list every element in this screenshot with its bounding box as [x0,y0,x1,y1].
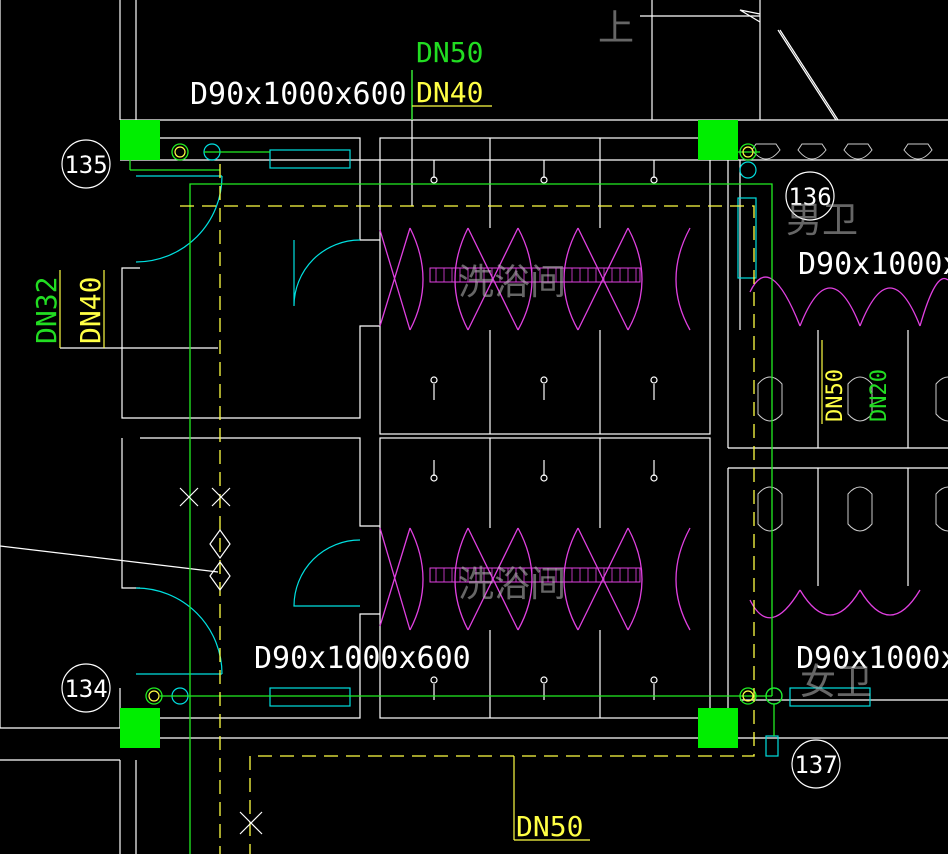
pipe-label-dn32-left: DN32 [30,277,63,344]
room-label-male: 男卫 [786,200,858,241]
pipe-label-dn20-right: DN20 [867,369,892,422]
room-label-female: 女卫 [800,662,872,703]
axis-135: 135 [64,151,107,179]
pipe-label-dn40-left: DN40 [74,277,107,344]
water-supply-pipes [129,70,783,854]
sink-label-right-top: D90x1000x6 [798,247,948,282]
stair-label-up: 上 [598,8,634,49]
pipe-label-dn50-right: DN50 [823,369,848,422]
sink-label-right-bottom: D90x1000x6 [796,641,948,676]
pipe-label-dn50-bottom: DN50 [516,810,583,843]
axis-markers: 135 134 136 137 [61,139,841,789]
annotations: D90x1000x600 DN50 DN40 DN32 DN40 D90x100… [30,8,948,843]
axis-136: 136 [788,183,831,211]
doors [135,143,871,757]
pipe-label-dn40-top: DN40 [416,76,483,109]
axis-134: 134 [64,675,107,703]
sink-label-bottom: D90x1000x600 [254,641,471,676]
sanitary-fixtures [751,143,948,532]
room-label-shower-2: 洗浴间 [458,564,566,605]
pipe-label-dn50-top: DN50 [416,36,483,69]
axis-137: 137 [794,751,837,779]
room-label-shower-1: 洗浴间 [458,262,566,303]
sink-label-top: D90x1000x600 [190,77,407,112]
shower-partitions [379,227,948,631]
structural-columns [120,120,738,748]
drain-pipes [59,105,823,854]
